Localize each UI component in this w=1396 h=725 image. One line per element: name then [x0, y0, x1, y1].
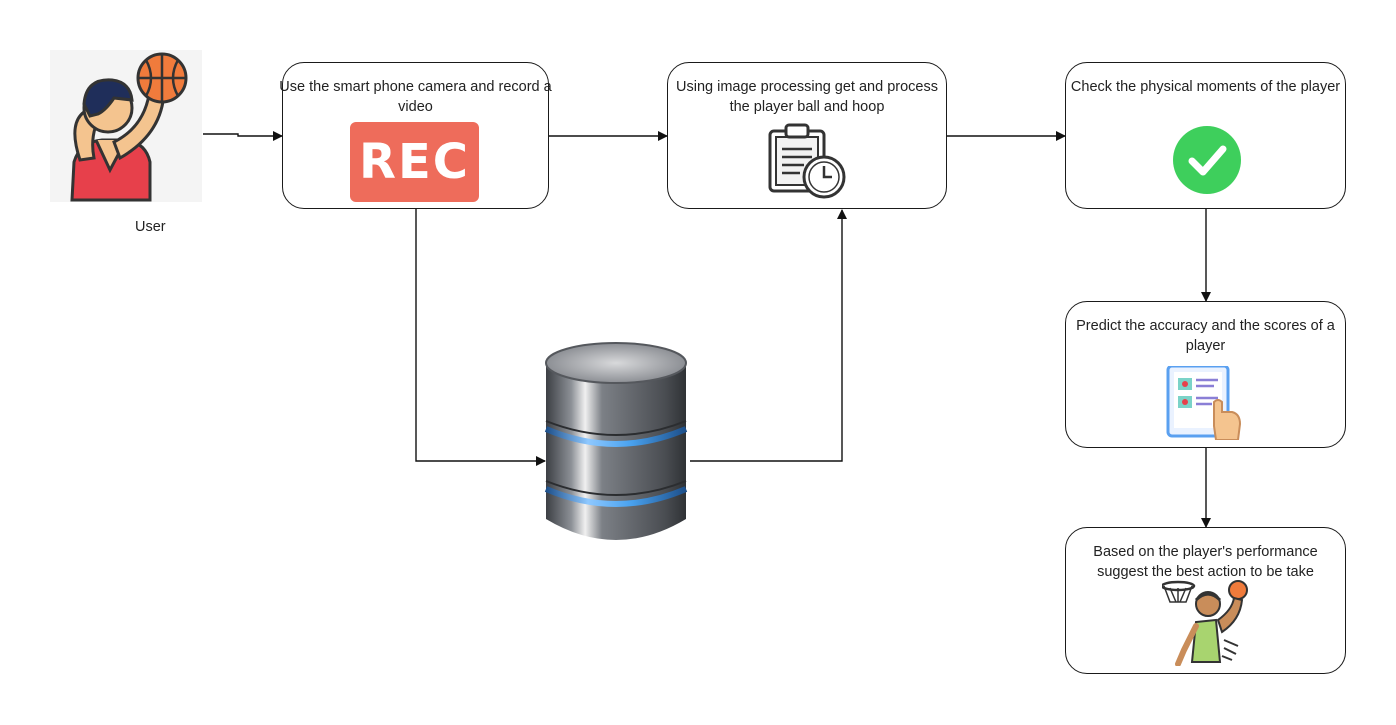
- image-processing-node[interactable]: Using image processing get and process t…: [667, 62, 947, 209]
- record-video-node[interactable]: Use the smart phone camera and record a …: [279, 62, 552, 209]
- record-video-text: Use the smart phone camera and record a …: [279, 79, 552, 115]
- user-actor: [50, 50, 202, 202]
- image-processing-text: Using image processing get and process t…: [676, 79, 938, 115]
- suggest-action-text: Based on the player's performance sugges…: [1093, 544, 1318, 580]
- suggest-action-node[interactable]: Based on the player's performance sugges…: [1065, 527, 1346, 674]
- dunk-player-icon: [1162, 580, 1248, 666]
- predict-accuracy-text: Predict the accuracy and the scores of a…: [1076, 318, 1335, 354]
- database-icon: [544, 342, 688, 540]
- rec-badge-text: REC: [359, 134, 470, 190]
- arrow-database-to-process: [690, 209, 847, 462]
- predict-accuracy-node[interactable]: Predict the accuracy and the scores of a…: [1065, 301, 1346, 448]
- basketball-shooter-icon: [70, 52, 188, 202]
- tablet-touch-icon: [1166, 366, 1242, 440]
- arrow-record-to-database: [415, 208, 546, 466]
- rec-icon: REC: [350, 122, 479, 202]
- user-label: User: [135, 219, 166, 235]
- clipboard-clock-icon: [768, 123, 846, 199]
- physical-check-text: Check the physical moments of the player: [1070, 79, 1341, 95]
- checkmark-icon: [1173, 126, 1241, 194]
- arrow-user-to-record: [203, 131, 283, 141]
- physical-check-node[interactable]: Check the physical moments of the player: [1065, 62, 1346, 209]
